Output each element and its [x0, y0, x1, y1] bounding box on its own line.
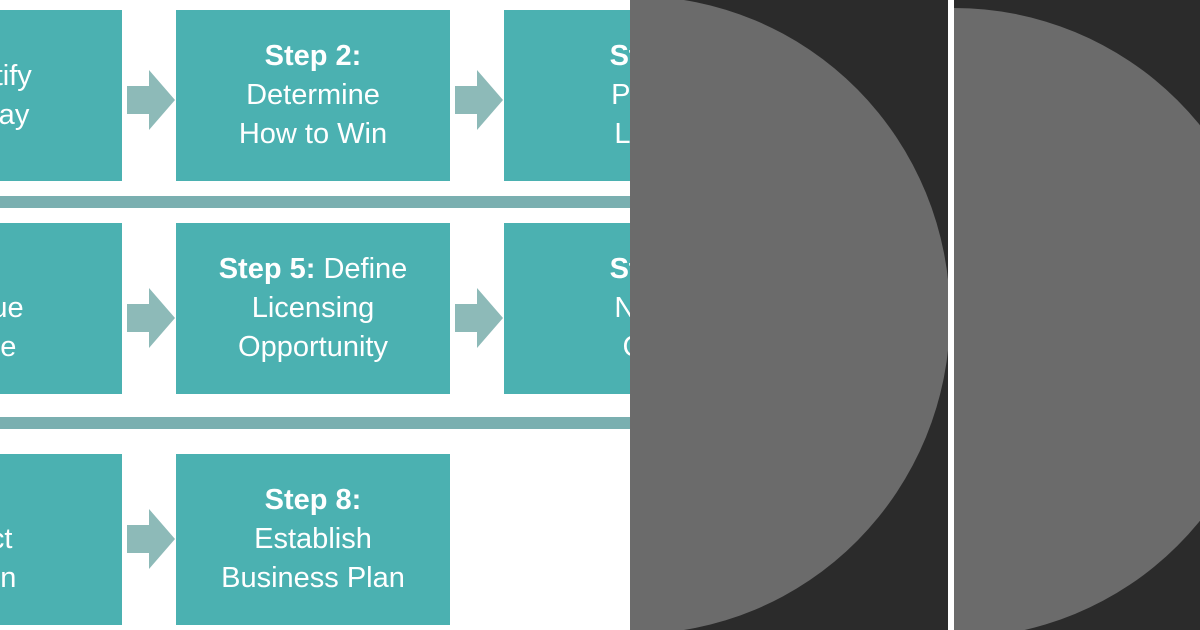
- step-8-line-1: Establish: [254, 523, 372, 555]
- step-5-title: Step 5:: [218, 253, 316, 285]
- step-4-line-1: n Due: [0, 292, 24, 324]
- step-1-line-2: to Play: [0, 98, 30, 131]
- row-divider-1: [0, 196, 640, 208]
- step-2-line-2: How to Win: [238, 118, 388, 150]
- decorative-panel-1: [630, 0, 950, 630]
- arrow-right-icon: [127, 70, 175, 130]
- step-2-line-1: Determine: [246, 79, 380, 111]
- step-8-title: Step 8:: [264, 484, 362, 516]
- decorative-panel-2: [954, 0, 1200, 630]
- step-4-box: 4: n Due ence: [0, 223, 122, 394]
- row-divider-2: [0, 417, 640, 429]
- step-7-line-1: duct: [0, 523, 13, 555]
- step-8-box: Step 8: Establish Business Plan: [176, 454, 450, 625]
- step-5-line-1: Licensing: [251, 292, 375, 324]
- semicircle-shape: [954, 8, 1200, 630]
- step-5-box: Step 5: Define Licensing Opportunity: [176, 223, 450, 394]
- step-1-line-1: Identify: [0, 59, 32, 92]
- step-2-title: Step 2:: [264, 40, 362, 72]
- arrow-right-icon: [127, 288, 175, 348]
- step-2-box: Step 2: Determine How to Win: [176, 10, 450, 181]
- step-7-line-2: ation: [0, 562, 17, 594]
- step-5-line-2: Opportunity: [238, 331, 388, 363]
- step-1-box: Identify to Play: [0, 10, 122, 181]
- panel-gap: [948, 0, 954, 630]
- step-7-box: 7: duct ation: [0, 454, 122, 625]
- step-4-line-2: ence: [0, 331, 17, 363]
- arrow-right-icon: [455, 70, 503, 130]
- semicircle-shape: [630, 0, 950, 630]
- arrow-right-icon: [127, 509, 175, 569]
- step-8-line-2: Business Plan: [221, 562, 405, 594]
- step-5-title-rest: Define: [315, 253, 408, 285]
- arrow-right-icon: [455, 288, 503, 348]
